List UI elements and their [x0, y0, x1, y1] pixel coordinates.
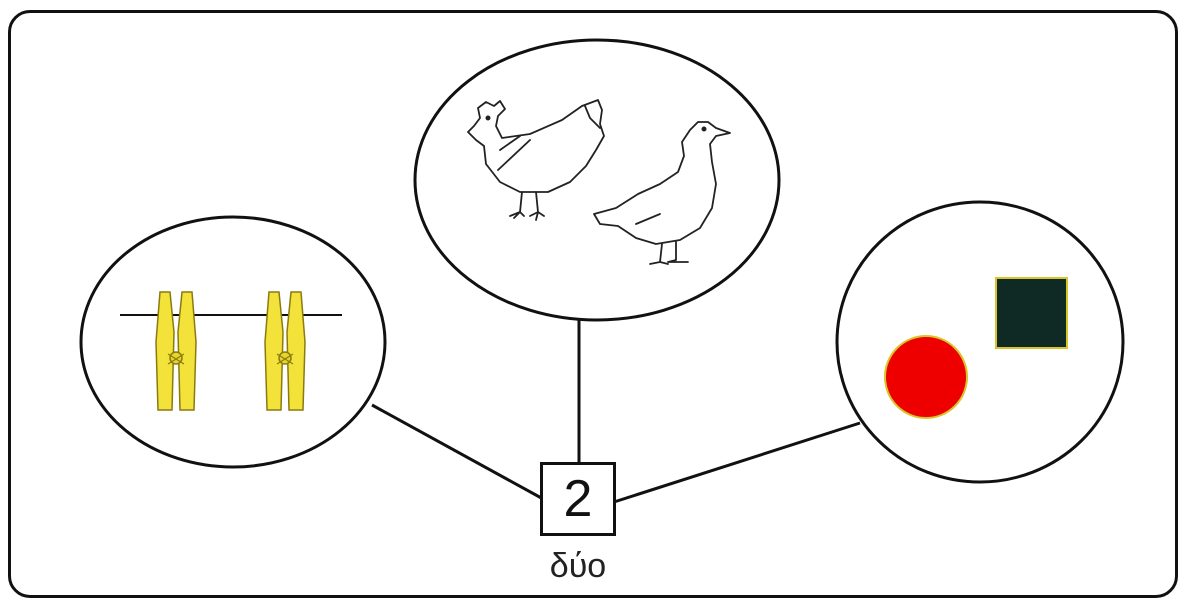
number-box: 2: [540, 462, 616, 536]
dark-square-icon: [995, 277, 1068, 349]
clothespin-icon: [264, 291, 306, 411]
duck-icon: [593, 121, 731, 265]
number-word: δύο: [549, 547, 607, 585]
birds-ellipse: [413, 38, 781, 322]
number-label: 2: [563, 470, 593, 528]
clothespin-icon: [155, 291, 197, 411]
birds-group: [413, 38, 781, 322]
red-circle-icon: [884, 335, 968, 419]
clothespins-group: [79, 215, 387, 469]
connector-line-left: [371, 403, 546, 502]
shapes-ellipse: [835, 200, 1125, 484]
connector-line-right: [613, 421, 861, 504]
clothespins-ellipse: [79, 215, 387, 469]
hen-icon: [467, 99, 605, 221]
shapes-group: [835, 200, 1125, 484]
